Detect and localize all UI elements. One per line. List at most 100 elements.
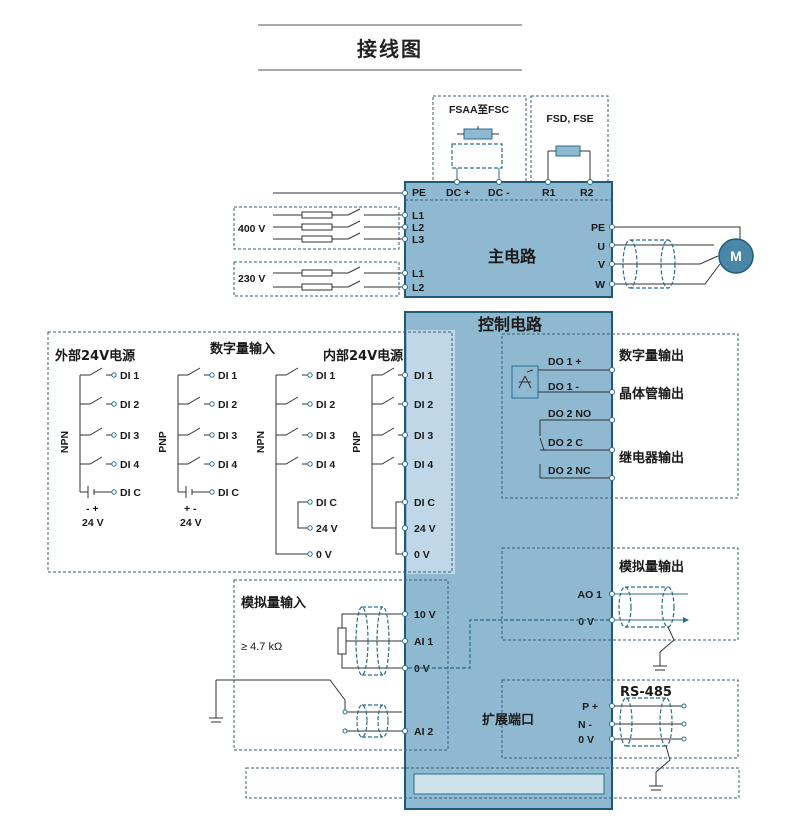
- ctrl-di4: DI 4: [414, 459, 433, 471]
- analog-input-label: 模拟量输入: [241, 595, 306, 611]
- digital-input-region: [47, 331, 453, 573]
- digital-output-label: 数字量输出: [619, 348, 684, 364]
- internal-supply-highlight: [407, 330, 455, 574]
- do1-minus: DO 1 -: [548, 381, 579, 393]
- ctrl-di3: DI 3: [414, 430, 433, 442]
- rs485-region: [501, 679, 739, 759]
- pnp-external-group: DI 1 DI 2 DI 3 DI 4 DI C PNP + - 24 V: [157, 367, 239, 529]
- svg-text:DI 3: DI 3: [316, 430, 335, 442]
- terminal-v: V: [598, 259, 605, 271]
- svg-text:PNP: PNP: [351, 431, 363, 453]
- option-slot: [413, 773, 605, 795]
- fsd-label: FSD, FSE: [546, 113, 593, 125]
- svg-text:DI C: DI C: [316, 497, 337, 509]
- internal-supply-label: 内部24V电源: [323, 348, 403, 364]
- transistor-output-label: 晶体管输出: [619, 386, 684, 402]
- svg-text:24 V: 24 V: [180, 517, 202, 529]
- page-title: 接线图: [357, 37, 423, 61]
- svg-text:24 V: 24 V: [316, 523, 338, 535]
- ao-0v-terminal: 0 V: [578, 616, 594, 628]
- terminal-r1: R1: [542, 187, 556, 199]
- main-circuit-block: [404, 181, 613, 298]
- svg-text:NPN: NPN: [59, 431, 71, 453]
- digital-input-label: 数字量输入: [210, 341, 275, 357]
- analog-output-label: 模拟量输出: [619, 559, 684, 575]
- analog-output-region: [501, 547, 739, 641]
- svg-text:DI 2: DI 2: [218, 399, 237, 411]
- mains-400v-box: [233, 206, 400, 250]
- resistor-label: ≥ 4.7 kΩ: [241, 641, 282, 653]
- svg-text:DI 3: DI 3: [218, 430, 237, 442]
- ai-0v-terminal: 0 V: [414, 663, 430, 675]
- mains-230v-label: 230 V: [238, 273, 265, 285]
- svg-text:DI 1: DI 1: [218, 370, 237, 382]
- svg-text:DI 2: DI 2: [120, 399, 139, 411]
- terminal-pe-right: PE: [591, 222, 605, 234]
- expansion-port-label: 扩展端口: [482, 712, 534, 728]
- svg-text:0 V: 0 V: [316, 549, 332, 561]
- main-circuit-label: 主电路: [488, 247, 537, 266]
- relay-output-label: 继电器输出: [619, 450, 684, 466]
- svg-text:DI 1: DI 1: [316, 370, 335, 382]
- fsaa-inner-box: [451, 143, 503, 169]
- option-slot-region: [245, 767, 740, 799]
- ai2-terminal: AI 2: [414, 726, 433, 738]
- fsaa-module-box: [432, 95, 527, 201]
- do2-no: DO 2 NO: [548, 408, 591, 420]
- do2-nc: DO 2 NC: [548, 465, 591, 477]
- terminal-l1b: L1: [412, 268, 424, 280]
- rs485-p: P +: [582, 701, 598, 713]
- braking-resistor-1: [463, 128, 493, 140]
- svg-text:DI C: DI C: [120, 487, 141, 499]
- rs485-0v: 0 V: [578, 734, 594, 746]
- do1-plus: DO 1 +: [548, 356, 582, 368]
- fsaa-label: FSAA至FSC: [449, 104, 509, 116]
- svg-text:- +: - +: [86, 503, 99, 515]
- terminal-w: W: [595, 279, 605, 291]
- braking-resistor-2: [555, 145, 581, 157]
- motor-icon: [718, 238, 754, 274]
- npn-internal-group: DI 1 DI 2 DI 3 DI 4 DI C 24 V 0 V NPN: [255, 367, 338, 561]
- svg-text:DI 4: DI 4: [120, 459, 139, 471]
- svg-text:DI 4: DI 4: [218, 459, 237, 471]
- ctrl-di1: DI 1: [414, 370, 433, 382]
- terminal-l2b: L2: [412, 282, 424, 294]
- terminal-l3: L3: [412, 234, 424, 246]
- terminal-r2: R2: [580, 187, 594, 199]
- svg-text:DI 2: DI 2: [316, 399, 335, 411]
- ai1-terminal: AI 1: [414, 636, 433, 648]
- terminal-l2: L2: [412, 222, 424, 234]
- svg-text:DI C: DI C: [218, 487, 239, 499]
- ao1-terminal: AO 1: [577, 589, 602, 601]
- digital-output-region: [501, 333, 739, 499]
- motor-label: M: [730, 248, 742, 264]
- terminal-dc-plus: DC +: [446, 187, 470, 199]
- control-circuit-label: 控制电路: [478, 315, 543, 334]
- analog-input-region: [233, 579, 449, 751]
- ctrl-dic: DI C: [414, 497, 435, 509]
- potentiometer-icon: [337, 627, 347, 655]
- terminal-pe-left: PE: [412, 187, 426, 199]
- do2-c: DO 2 C: [548, 437, 583, 449]
- svg-text:PNP: PNP: [157, 431, 169, 453]
- svg-text:DI 4: DI 4: [316, 459, 335, 471]
- svg-text:+ -: + -: [184, 503, 197, 515]
- svg-text:DI 1: DI 1: [120, 370, 139, 382]
- terminal-u: U: [597, 241, 605, 253]
- svg-text:DI 3: DI 3: [120, 430, 139, 442]
- svg-text:24 V: 24 V: [82, 517, 104, 529]
- mains-400v-label: 400 V: [238, 223, 265, 235]
- terminal-l1: L1: [412, 210, 424, 222]
- rs485-label: RS-485: [620, 685, 672, 700]
- terminal-dc-minus: DC -: [488, 187, 510, 199]
- ctrl-24v: 24 V: [414, 523, 436, 535]
- mains-230v-box: [233, 261, 400, 297]
- fsd-module-box: [530, 95, 609, 201]
- rs485-n: N -: [578, 719, 593, 731]
- external-supply-label: 外部24V电源: [54, 348, 135, 364]
- control-terminals-di: DI 1 DI 2 DI 3 DI 4 DI C 24 V 0 V: [402, 370, 436, 561]
- ctrl-0v: 0 V: [414, 549, 430, 561]
- svg-text:NPN: NPN: [255, 431, 267, 453]
- pnp-internal-group: PNP: [351, 367, 403, 555]
